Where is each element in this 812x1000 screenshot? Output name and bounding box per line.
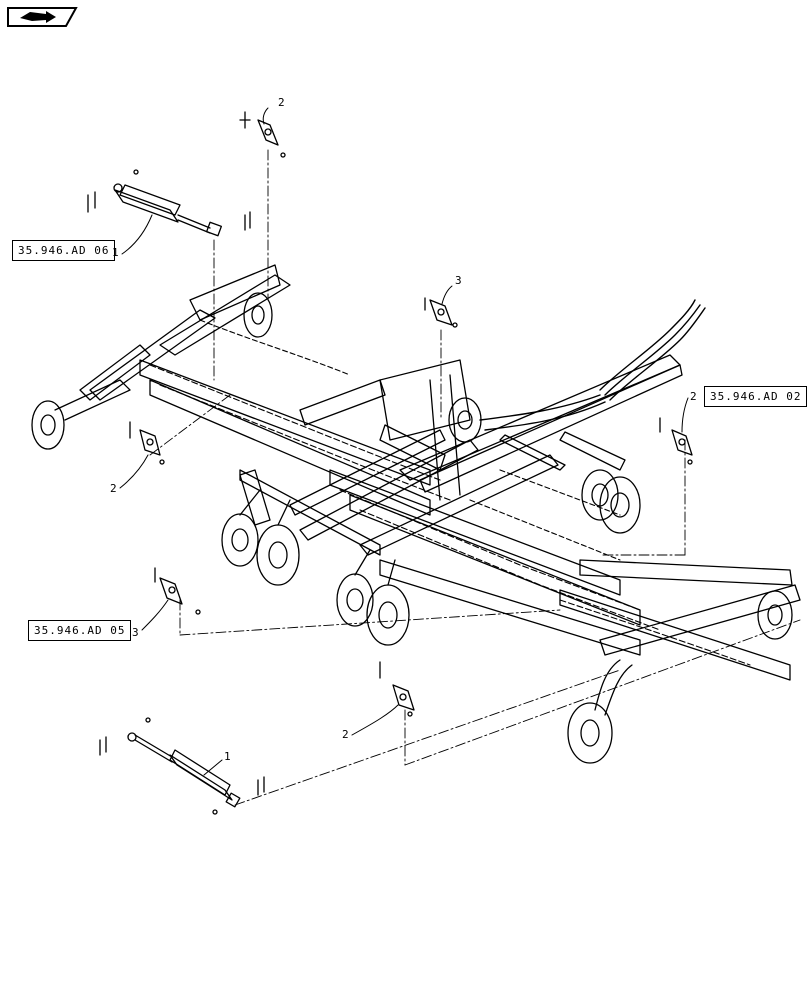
dash-dot-leader-lines	[149, 149, 801, 806]
gauge-wheels	[31, 292, 793, 764]
callout-number: 1	[224, 750, 231, 763]
bracket-left	[129, 421, 165, 465]
next-page-arrow-icon[interactable]	[6, 6, 78, 28]
shank-rows	[149, 319, 751, 666]
callout-leaders	[119, 107, 689, 776]
reference-box-ad02[interactable]: 35.946.AD 02	[704, 386, 808, 407]
hydraulic-hoses	[479, 299, 706, 431]
reference-box-ad06[interactable]: 35.946.AD 06	[12, 240, 116, 261]
callout-number: 3	[132, 626, 139, 639]
reference-box-ad05[interactable]: 35.946.AD 05	[28, 620, 132, 641]
bracket-top	[239, 111, 286, 158]
callout-number: 2	[278, 96, 285, 109]
bracket-lower-center	[379, 661, 415, 717]
callout-number: 2	[690, 390, 697, 403]
hydraulic-cylinder-top	[87, 169, 251, 237]
bracket-right	[659, 417, 693, 465]
callout-number: 3	[455, 274, 462, 287]
callout-number: 2	[342, 728, 349, 741]
bracket-center	[424, 297, 458, 328]
hydraulic-cylinder-bottom	[99, 717, 265, 815]
callout-number: 1	[112, 246, 119, 259]
callout-number: 2	[110, 482, 117, 495]
bracket-lower-left	[154, 567, 201, 615]
